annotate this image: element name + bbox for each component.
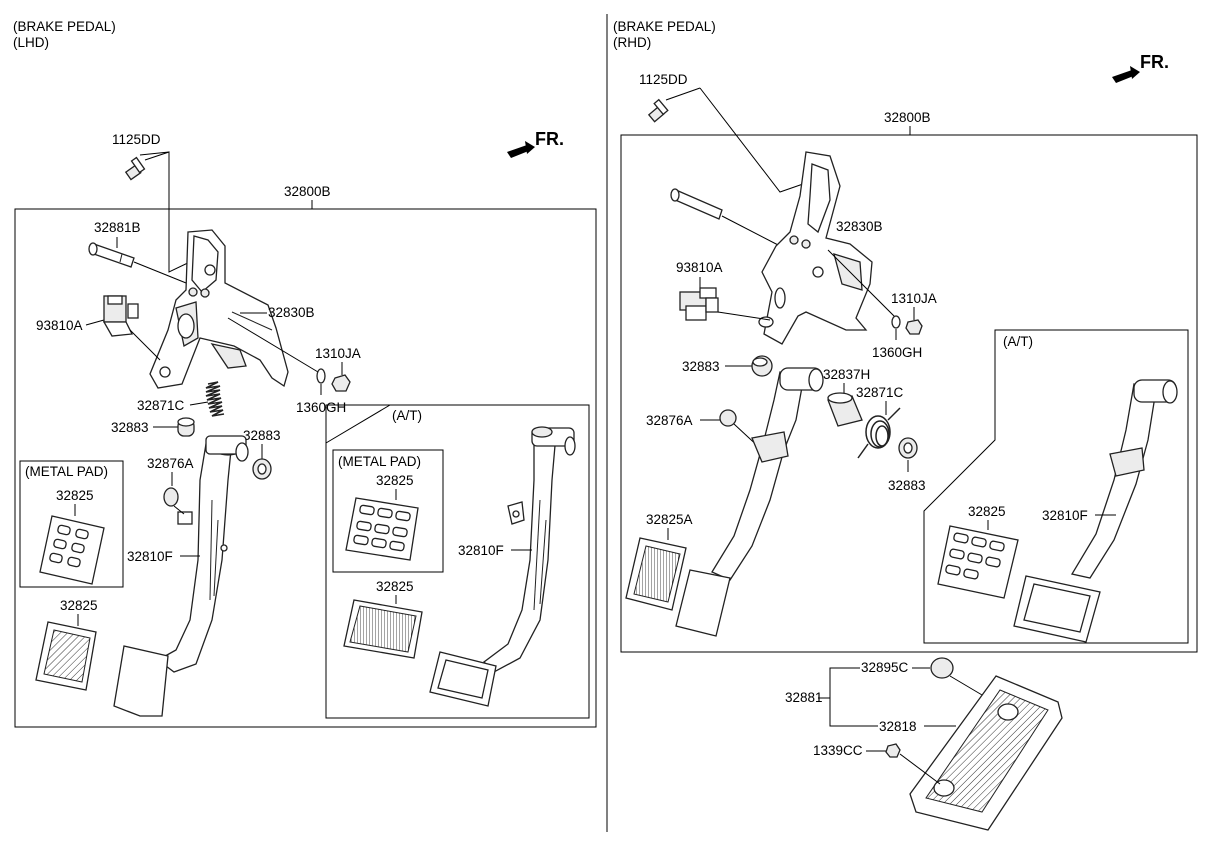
lhd-assembly-box: [14, 208, 597, 728]
brake-pedal-arm-icon: [113, 435, 249, 717]
rhd-header-subtitle: (RHD): [613, 35, 651, 50]
metal-pedal-pad-icon: [345, 497, 419, 561]
pedal-bracket-icon: [758, 151, 873, 345]
lhd-at-label-32810f: 32810F: [458, 543, 504, 558]
rhd-label-32883-b: 32883: [888, 478, 926, 493]
pivot-pin-icon: [670, 188, 723, 220]
nut-icon: [905, 319, 923, 335]
rhd-at-label-32825: 32825: [968, 504, 1006, 519]
return-spring-icon: [857, 407, 901, 459]
rubber-pedal-pad-icon: [343, 599, 423, 659]
lhd-label-32883-a: 32883: [111, 420, 149, 435]
lhd-label-32881b: 32881B: [94, 220, 141, 235]
lhd-panel: (BRAKE PEDAL) (LHD) FR. 32800B 1125DD 32…: [13, 19, 597, 728]
rhd-label-32830b: 32830B: [836, 219, 883, 234]
rhd-label-32883-a: 32883: [682, 359, 720, 374]
lhd-header-title: (BRAKE PEDAL): [13, 19, 116, 34]
lhd-at-metal-pad-box: [332, 449, 444, 573]
rhd-label-1360gh: 1360GH: [872, 345, 922, 360]
lhd-label-32825: 32825: [60, 598, 98, 613]
lhd-label-32830b: 32830B: [268, 305, 315, 320]
metal-pedal-pad-icon: [937, 525, 1019, 599]
stop-lamp-switch-icon: [102, 295, 139, 337]
rhd-label-32895c: 32895C: [861, 660, 909, 675]
lhd-at-title: (A/T): [392, 408, 422, 423]
rhd-at-label-32810f: 32810F: [1042, 508, 1088, 523]
lhd-at-box: [325, 404, 590, 719]
lhd-label-1360gh: 1360GH: [296, 400, 346, 415]
washer-icon: [891, 315, 901, 329]
metal-pedal-pad-icon: [39, 515, 105, 585]
lhd-label-32810f: 32810F: [127, 549, 173, 564]
rhd-at-title: (A/T): [1003, 334, 1033, 349]
lhd-label-32800b: 32800B: [284, 184, 331, 199]
rhd-label-1339cc: 1339CC: [813, 743, 863, 758]
lhd-label-32883-b: 32883: [243, 428, 281, 443]
lhd-label-32871c: 32871C: [137, 398, 185, 413]
return-spring-icon: [205, 381, 225, 417]
lhd-label-32825-metal: 32825: [56, 488, 94, 503]
rhd-label-32871c: 32871C: [856, 385, 904, 400]
foot-rest-pad-icon: [909, 675, 1063, 831]
front-arrow-icon: [507, 141, 535, 158]
lhd-label-93810a: 93810A: [36, 318, 83, 333]
stopper-icon: [163, 487, 193, 525]
rhd-front-label: FR.: [1140, 52, 1169, 72]
rhd-label-32876a: 32876A: [646, 413, 693, 428]
bushing-icon: [898, 437, 918, 459]
lhd-at-label-32825: 32825: [376, 579, 414, 594]
lhd-front-label: FR.: [535, 129, 564, 149]
rubber-pedal-pad-icon: [35, 621, 97, 691]
brake-pedal-arm-icon: [675, 367, 824, 637]
lhd-at-label-32825-metal: 32825: [376, 473, 414, 488]
bolt-icon: [647, 98, 669, 123]
bushing-icon: [252, 458, 272, 480]
rhd-label-32818: 32818: [879, 719, 917, 734]
stopper-icon: [719, 409, 737, 427]
lhd-header-subtitle: (LHD): [13, 35, 49, 50]
bolt-icon: [124, 156, 146, 181]
nut-icon: [331, 374, 351, 392]
at-brake-pedal-arm-icon: [1013, 379, 1178, 643]
washer-icon: [316, 368, 326, 384]
front-arrow-icon: [1112, 66, 1140, 83]
rubber-pedal-pad-icon: [625, 537, 687, 611]
pivot-pin-icon: [88, 242, 135, 268]
cap-icon: [930, 657, 954, 679]
lhd-label-32876a: 32876A: [147, 456, 194, 471]
lhd-metal-pad-box: [19, 460, 124, 588]
rhd-assembly-box: [620, 134, 1198, 653]
rhd-label-32800b: 32800B: [884, 110, 931, 125]
rhd-label-32837h: 32837H: [823, 367, 870, 382]
clip-icon: [885, 743, 901, 758]
at-brake-pedal-arm-icon: [429, 426, 576, 707]
pedal-bracket-icon: [149, 229, 289, 389]
bushing-icon: [177, 417, 195, 437]
lhd-metal-pad-label: (METAL PAD): [25, 464, 108, 479]
rhd-label-32825a: 32825A: [646, 512, 693, 527]
rhd-header-title: (BRAKE PEDAL): [613, 19, 716, 34]
rhd-label-1125dd: 1125DD: [639, 72, 688, 87]
lhd-label-1310ja: 1310JA: [315, 346, 361, 361]
rhd-label-32881: 32881: [785, 690, 823, 705]
rhd-at-box: [923, 329, 1189, 644]
rhd-label-1310ja: 1310JA: [891, 291, 937, 306]
bushing-icon: [751, 355, 773, 377]
lhd-at-metal-pad-label: (METAL PAD): [338, 454, 421, 469]
stop-lamp-switch-icon: [679, 287, 719, 321]
rhd-panel: (BRAKE PEDAL) (RHD) FR. 1125DD 32800B: [613, 19, 1198, 831]
lhd-label-1125dd: 1125DD: [112, 132, 161, 147]
rhd-label-93810a: 93810A: [676, 260, 723, 275]
collar-icon: [827, 392, 863, 427]
